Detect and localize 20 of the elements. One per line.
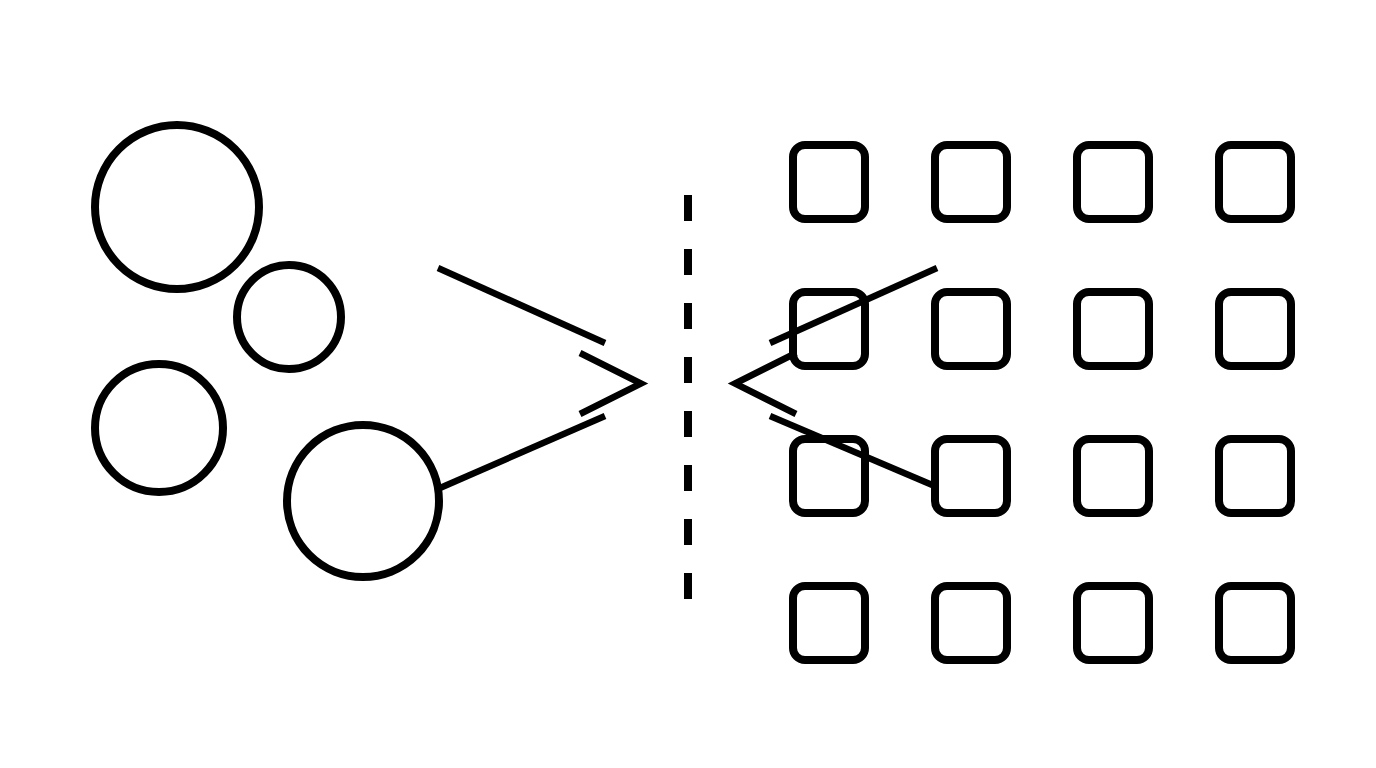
rounded-square bbox=[931, 141, 1011, 223]
rounded-square bbox=[1215, 435, 1295, 517]
rounded-square bbox=[1073, 435, 1153, 517]
circle bbox=[233, 261, 345, 373]
rounded-square bbox=[1073, 288, 1153, 370]
circle bbox=[90, 359, 227, 496]
rounded-square bbox=[1215, 288, 1295, 370]
rounded-square bbox=[1215, 141, 1295, 223]
rounded-square bbox=[1073, 141, 1153, 223]
circle bbox=[283, 421, 443, 581]
rounded-square bbox=[931, 288, 1011, 370]
rounded-square bbox=[931, 582, 1011, 664]
circle bbox=[91, 121, 263, 293]
rounded-square bbox=[789, 435, 869, 517]
rounded-square bbox=[931, 435, 1011, 517]
rounded-square bbox=[789, 141, 869, 223]
rounded-square bbox=[1073, 582, 1153, 664]
rounded-square bbox=[1215, 582, 1295, 664]
rounded-square bbox=[789, 582, 869, 664]
rounded-square bbox=[789, 288, 869, 370]
